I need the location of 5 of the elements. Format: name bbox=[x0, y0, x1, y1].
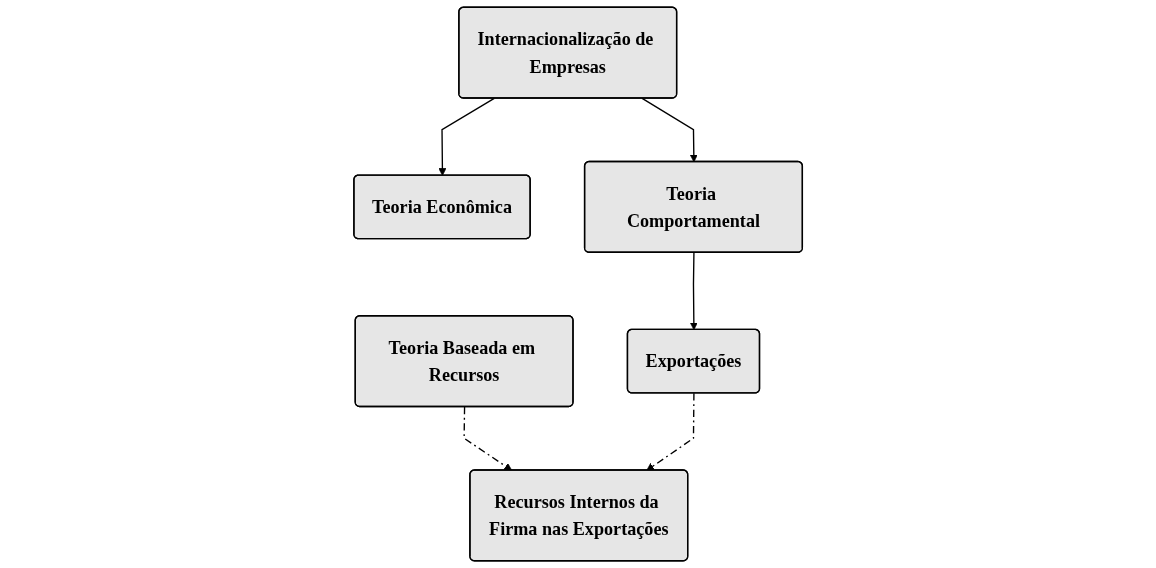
arrow bbox=[646, 392, 695, 471]
arrow bbox=[641, 97, 698, 163]
arrow bbox=[689, 252, 698, 331]
arrow bbox=[438, 97, 495, 176]
arrow bbox=[463, 406, 513, 471]
